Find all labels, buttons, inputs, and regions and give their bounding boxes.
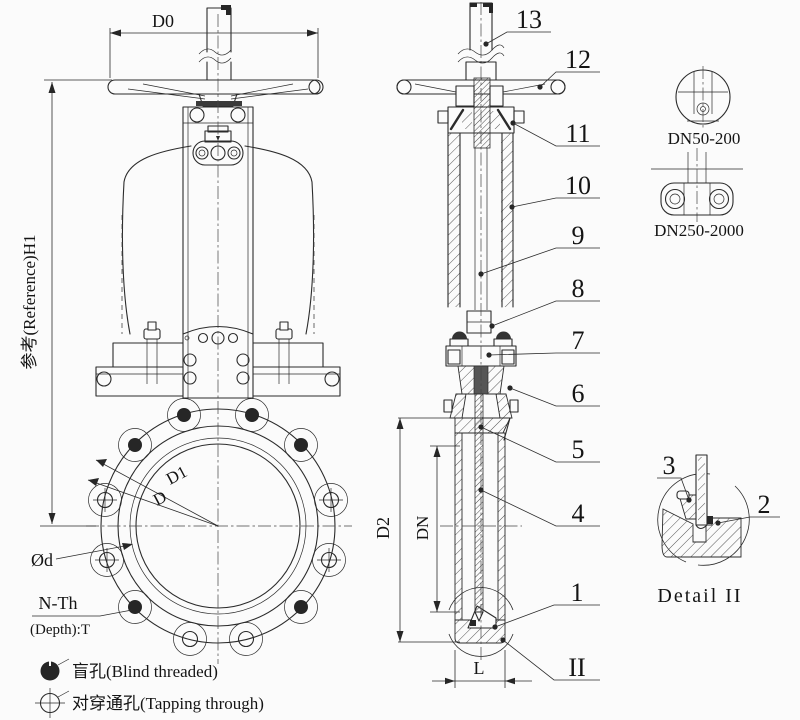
callout-2-label: 2: [758, 490, 771, 519]
callout-10: 10: [509, 171, 600, 210]
seat-ring: [470, 620, 476, 626]
front-view: D0 参考(Reference)H1 D1 D Ød N-Th: [20, 5, 352, 664]
callout-1-label: 1: [571, 578, 584, 607]
bonnet-tube: [447, 132, 514, 310]
legend: 盲孔(Blind threaded) 对穿通孔(Tapping through): [35, 658, 264, 718]
dim-nth-label: N-Th: [39, 593, 78, 613]
dim-depth-label: (Depth):T: [30, 622, 90, 638]
legend-through-label: 对穿通孔(Tapping through): [72, 694, 264, 713]
callout-6-label: 6: [572, 379, 585, 408]
stem-break-symbol: [198, 48, 232, 64]
callout-2: 2: [715, 490, 780, 526]
detail-dn250-label: DN250-2000: [654, 221, 744, 240]
callout-section-ii: II: [500, 637, 600, 682]
stem-break-symbol: [457, 44, 505, 64]
callout-11: 11: [510, 119, 600, 148]
legend-through-row: 对穿通孔(Tapping through): [35, 688, 264, 718]
dim-dn: DN: [413, 445, 460, 613]
detail-ii-title: Detail II: [657, 585, 742, 607]
callout-ii-label: II: [568, 653, 585, 682]
valve-body-section: [454, 393, 511, 644]
yoke-shroud-outline: [244, 145, 315, 335]
callout-10-label: 10: [565, 171, 591, 200]
callout-12-label: 12: [565, 45, 591, 74]
dim-od-label: Ød: [31, 550, 53, 570]
callout-6: 6: [507, 379, 600, 408]
callout-4: 4: [478, 487, 600, 528]
callout-13: 13: [483, 5, 551, 47]
yoke-top-bracket: [437, 106, 525, 134]
detail-dn250-2000: DN250-2000: [651, 148, 744, 240]
callout-7-label: 7: [572, 326, 585, 355]
detail-ii: 3 2 Detail II: [657, 451, 780, 607]
through-hole-icon: [88, 483, 348, 656]
detail-dn50-200: DN50-200: [668, 66, 741, 148]
dim-d0: D0: [109, 11, 319, 78]
dim-od: Ød: [31, 543, 133, 570]
dim-d2: D2: [373, 417, 460, 643]
callout-8-label: 8: [572, 274, 585, 303]
callout-3: 3: [657, 451, 692, 503]
body-section: [661, 508, 742, 558]
detail-dn50-label: DN50-200: [668, 129, 741, 148]
callout-11-label: 11: [565, 119, 590, 148]
legend-blind-row: 盲孔(Blind threaded): [40, 658, 218, 681]
dim-l: L: [432, 650, 532, 688]
legend-blind-label: 盲孔(Blind threaded): [72, 662, 218, 681]
bolt-icon: [143, 321, 293, 384]
blind-hole-icon: [118, 398, 318, 624]
callout-8: 8: [489, 274, 600, 329]
callout-5-label: 5: [572, 435, 585, 464]
dim-h1: 参考(Reference)H1: [20, 79, 112, 527]
callout-13-label: 13: [516, 5, 542, 34]
callout-1: 1: [492, 578, 600, 630]
callout-12: 12: [537, 45, 600, 90]
dim-nth: N-Th (Depth):T: [30, 593, 133, 638]
part-callouts: 13 12 11 10 9 8 7 6: [478, 5, 600, 682]
dim-d1-label: D1: [163, 462, 190, 489]
callout-4-label: 4: [572, 499, 585, 528]
hidden-line: [121, 215, 315, 334]
side-view: D2 DN L: [373, 2, 566, 688]
dim-d-label: D: [150, 487, 170, 510]
callout-9-label: 9: [572, 221, 585, 250]
dim-dn-label: DN: [413, 516, 432, 541]
dim-d0-label: D0: [152, 11, 174, 31]
blind-hole-icon: [40, 661, 60, 681]
dim-h1-label: 参考(Reference)H1: [20, 235, 39, 370]
callout-9: 9: [478, 221, 600, 277]
threaded-stem-section: [473, 77, 491, 149]
stem: [198, 5, 232, 81]
handwheel: [107, 79, 324, 107]
dim-d2-label: D2: [373, 517, 393, 539]
callout-7: 7: [486, 326, 600, 358]
body-flange: [88, 398, 348, 656]
yoke-shroud-outline: [121, 145, 192, 335]
callout-3-label: 3: [663, 451, 676, 480]
callout-5: 5: [478, 424, 600, 464]
seat-ring: [707, 516, 713, 524]
dim-l-label: L: [474, 658, 485, 678]
